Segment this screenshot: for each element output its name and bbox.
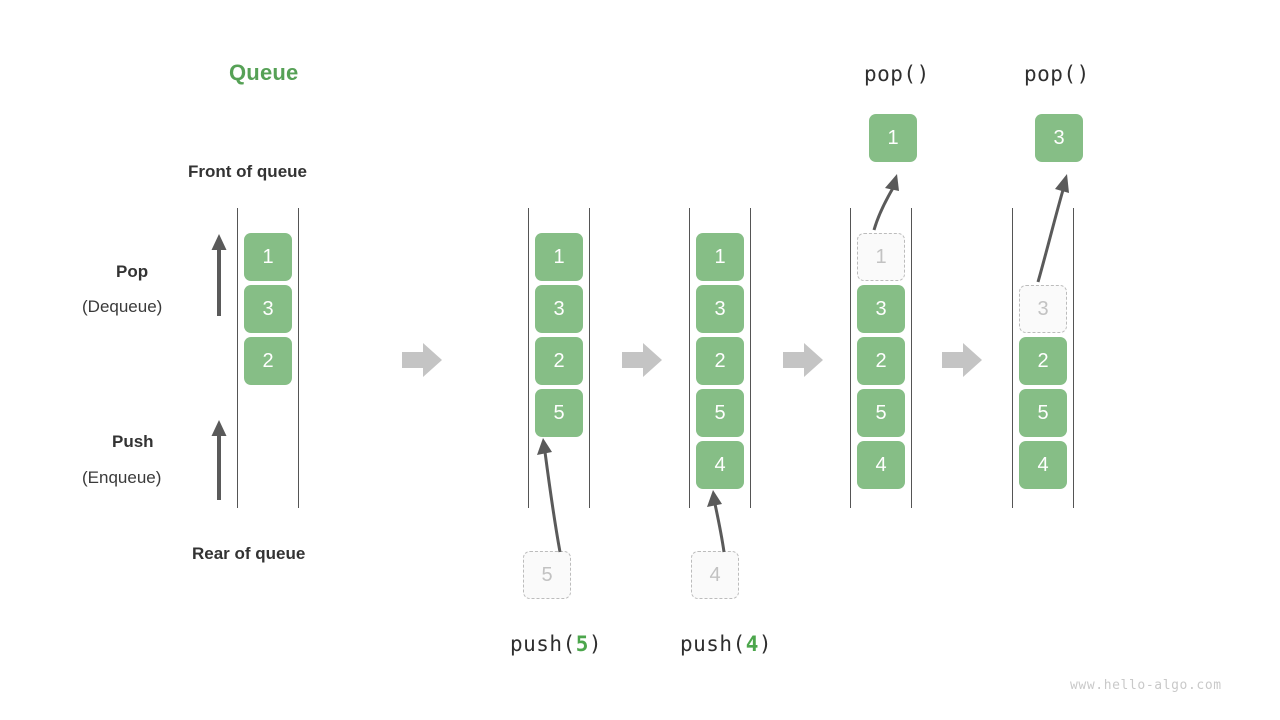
operation-label-pop-1: pop() (864, 62, 930, 86)
queue-slot: 1 (535, 233, 583, 281)
queue-slot: 1 (244, 233, 292, 281)
push-suffix: ) (758, 632, 773, 656)
incoming-element-ghost: 5 (523, 551, 571, 599)
queue-slot: 3 (535, 285, 583, 333)
push-suffix: ) (588, 632, 603, 656)
watermark: www.hello-algo.com (1070, 678, 1222, 693)
push-direction-arrow (211, 420, 227, 500)
push-arg: 5 (575, 632, 589, 656)
operation-label-pop-3: pop() (1024, 62, 1090, 86)
popped-element: 1 (869, 114, 917, 162)
transition-arrow-2 (622, 343, 662, 377)
queue-slot: 4 (696, 441, 744, 489)
transition-arrow-3 (783, 343, 823, 377)
push-motion-arrow (537, 438, 562, 553)
rail-left (528, 208, 529, 508)
push-prefix: push( (510, 632, 576, 656)
queue-slot: 3 (857, 285, 905, 333)
rail-left (850, 208, 851, 508)
queue-slot: 5 (535, 389, 583, 437)
operation-label-push-4: push(4) (680, 632, 772, 656)
popped-element: 3 (1035, 114, 1083, 162)
queue-slot: 2 (696, 337, 744, 385)
queue-slot: 2 (857, 337, 905, 385)
queue-slot: 2 (1019, 337, 1067, 385)
rail-right (298, 208, 299, 508)
push-motion-arrow (707, 490, 726, 553)
queue-slot: 4 (1019, 441, 1067, 489)
queue-slot: 5 (1019, 389, 1067, 437)
rail-left (1012, 208, 1013, 508)
transition-arrow-4 (942, 343, 982, 377)
queue-slot: 5 (696, 389, 744, 437)
pop-label: Pop (116, 262, 149, 281)
transition-arrow-1 (402, 343, 442, 377)
queue-slot-ghost: 1 (857, 233, 905, 281)
rear-of-queue-label: Rear of queue (192, 544, 306, 563)
pop-motion-arrow (1036, 174, 1069, 283)
push-arg: 4 (745, 632, 759, 656)
queue-slot: 2 (244, 337, 292, 385)
rail-left (237, 208, 238, 508)
rail-right (911, 208, 912, 508)
rail-right (589, 208, 590, 508)
queue-slot-ghost: 3 (1019, 285, 1067, 333)
rail-right (1073, 208, 1074, 508)
front-of-queue-label: Front of queue (188, 162, 307, 181)
page-title: Queue (229, 60, 299, 85)
operation-label-push-5: push(5) (510, 632, 602, 656)
queue-slot: 5 (857, 389, 905, 437)
push-sublabel: (Enqueue) (82, 468, 162, 487)
queue-slot: 3 (696, 285, 744, 333)
incoming-element-ghost: 4 (691, 551, 739, 599)
rail-left (689, 208, 690, 508)
pop-motion-arrow (872, 174, 899, 231)
push-prefix: push( (680, 632, 746, 656)
queue-slot: 3 (244, 285, 292, 333)
pop-direction-arrow (211, 234, 227, 316)
rail-right (750, 208, 751, 508)
pop-sublabel: (Dequeue) (82, 297, 163, 316)
push-label: Push (112, 432, 154, 451)
queue-slot: 1 (696, 233, 744, 281)
queue-slot: 4 (857, 441, 905, 489)
queue-slot: 2 (535, 337, 583, 385)
